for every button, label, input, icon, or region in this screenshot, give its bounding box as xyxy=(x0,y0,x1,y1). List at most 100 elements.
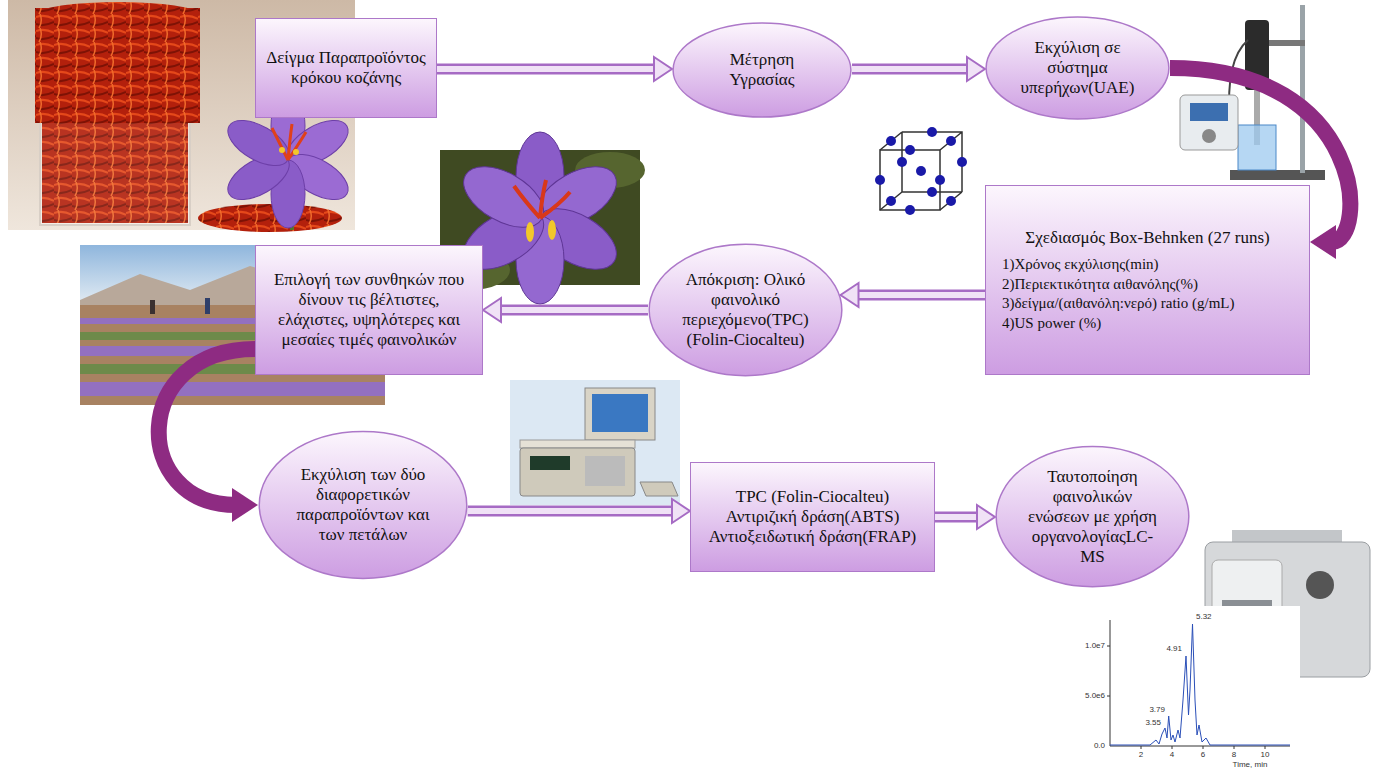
flow-arrow xyxy=(437,57,672,81)
node-content: Ταυτοποίηση φαινολικών ενώσεων με χρήση … xyxy=(1022,467,1162,567)
design-point xyxy=(935,175,945,185)
design-point xyxy=(897,157,907,167)
flow-arrow xyxy=(159,349,258,522)
arrow-outline xyxy=(935,512,979,523)
node-text: Σχεδιασμός Box-Behnken (27 runs) xyxy=(996,228,1299,248)
process-box: Δείγμα Παραπροϊόντος κρόκου κοζάνης xyxy=(255,18,437,118)
axis-label: 1.0e7 xyxy=(1084,642,1106,650)
arrow-body xyxy=(857,292,986,298)
ion-source xyxy=(1306,571,1334,599)
arrow-outline xyxy=(468,506,674,517)
process-box: Επιλογή των συνθηκών που δίνουν τις βέλτ… xyxy=(255,245,483,375)
axis-label: Time, min xyxy=(1232,761,1269,769)
node-content: Επιλογή των συνθηκών που δίνουν τις βέλτ… xyxy=(266,270,472,350)
design-point xyxy=(946,196,956,206)
stamen xyxy=(548,220,556,240)
arrow-body xyxy=(499,307,648,313)
flow-arrow xyxy=(483,298,648,322)
flow-arrow xyxy=(468,499,690,523)
axis-label: 2 xyxy=(1138,751,1144,759)
ellipse-shape xyxy=(996,447,1189,587)
design-point xyxy=(905,205,915,215)
node-content: TPC (Folin-Ciocalteu)Αντιριζική δράση(AB… xyxy=(701,487,924,547)
stigma xyxy=(272,124,306,160)
ellipse-shape xyxy=(986,17,1169,119)
design-point xyxy=(905,145,915,155)
peak-label: 4.91 xyxy=(1165,645,1183,653)
arrow-body xyxy=(935,514,979,520)
arrow-outline xyxy=(499,305,648,316)
ellipse-shape xyxy=(673,23,851,117)
ellipse-shape xyxy=(259,432,466,579)
design-point xyxy=(946,136,956,146)
process-ellipse: Απόκριση: Ολικό φαινολικό περιεχόμενο(TP… xyxy=(648,243,843,377)
saffron-heap xyxy=(38,2,198,26)
node-content: Μέτρηση Υγρασίας xyxy=(697,50,827,90)
chromatogram-trace xyxy=(1110,624,1290,745)
axis-label: 10 xyxy=(1260,751,1271,759)
instrument-lid xyxy=(520,440,635,448)
node-text: Δείγμα Παραπροϊόντος κρόκου κοζάνης xyxy=(266,48,426,88)
flow-arrow xyxy=(852,57,985,81)
chart-axes xyxy=(1110,620,1290,746)
arrow-head xyxy=(841,283,859,307)
process-box: TPC (Folin-Ciocalteu)Αντιριζική δράση(AB… xyxy=(690,462,935,572)
arrow-body xyxy=(468,508,674,514)
arrow-head xyxy=(967,57,985,81)
saffron-pile xyxy=(198,204,342,232)
worker xyxy=(150,300,155,314)
arrow-body xyxy=(852,66,969,72)
design-point xyxy=(957,157,967,167)
node-list-item: 4)US power (%) xyxy=(996,315,1299,333)
design-point xyxy=(886,196,896,206)
curved-arrow-body xyxy=(159,349,255,505)
node-text: Εκχύλιση σε σύστημα υπερήχων(UAE) xyxy=(1011,38,1144,98)
peak-label: 5.32 xyxy=(1195,613,1213,621)
node-text: Ταυτοποίηση φαινολικών ενώσεων με χρήση … xyxy=(1022,467,1162,567)
axis-label: 6 xyxy=(1200,751,1206,759)
axis-label: 0.0 xyxy=(1093,742,1106,750)
cube-face xyxy=(880,150,940,210)
arrow-head xyxy=(483,298,501,322)
ultrasonic-device xyxy=(1180,5,1325,180)
monitor-screen xyxy=(592,394,648,432)
design-point xyxy=(916,166,926,176)
flow-arrow xyxy=(841,283,986,307)
node-list-item: 3)δείγμα/(αιθανόλη:νερό) ratio (g/mL) xyxy=(996,295,1299,313)
keyboard xyxy=(640,482,678,496)
stamen xyxy=(526,222,534,242)
monitor xyxy=(585,388,655,440)
arrow-head xyxy=(672,499,690,523)
node-content: Εκχύλιση των δύο διαφορετικών παραπροϊόν… xyxy=(287,465,438,545)
spectrophotometer xyxy=(510,380,680,505)
box-behnken-cube xyxy=(880,132,962,210)
arrow-head xyxy=(654,57,672,81)
beaker xyxy=(1238,125,1276,170)
arrow-outline xyxy=(852,64,969,75)
node-text: Επιλογή των συνθηκών που δίνουν τις βέλτ… xyxy=(266,270,472,350)
flower-row xyxy=(80,382,385,396)
node-content: Σχεδιασμός Box-Behnken (27 runs)1)Χρόνος… xyxy=(996,228,1299,333)
instrument-body xyxy=(520,448,635,496)
photo-ground xyxy=(510,380,680,505)
node-text: Εκχύλιση των δύο διαφορετικών παραπροϊόν… xyxy=(287,465,438,545)
design-point xyxy=(927,127,937,137)
cube-edge xyxy=(880,132,962,210)
node-text: Απόκριση: Ολικό φαινολικό περιεχόμενο(TP… xyxy=(675,270,815,350)
screen xyxy=(1190,103,1228,121)
process-ellipse: Εκχύλιση των δύο διαφορετικών παραπροϊόν… xyxy=(258,430,468,580)
design-point xyxy=(875,175,885,185)
stand-rod xyxy=(1300,5,1305,173)
stand-base xyxy=(1230,170,1325,180)
arrow-outline xyxy=(437,64,656,75)
arrow-head xyxy=(1310,225,1336,259)
peak-label: 3.55 xyxy=(1144,719,1162,727)
worker xyxy=(205,298,210,314)
panel-slot xyxy=(1222,600,1272,606)
node-list-item: Αντιριζική δράση(ABTS) xyxy=(701,507,924,527)
node-list-item: 2)Περιεκτικότητα αιθανόλης(%) xyxy=(996,275,1299,293)
flow-arrow xyxy=(935,505,995,529)
arrow-outline xyxy=(857,290,986,301)
